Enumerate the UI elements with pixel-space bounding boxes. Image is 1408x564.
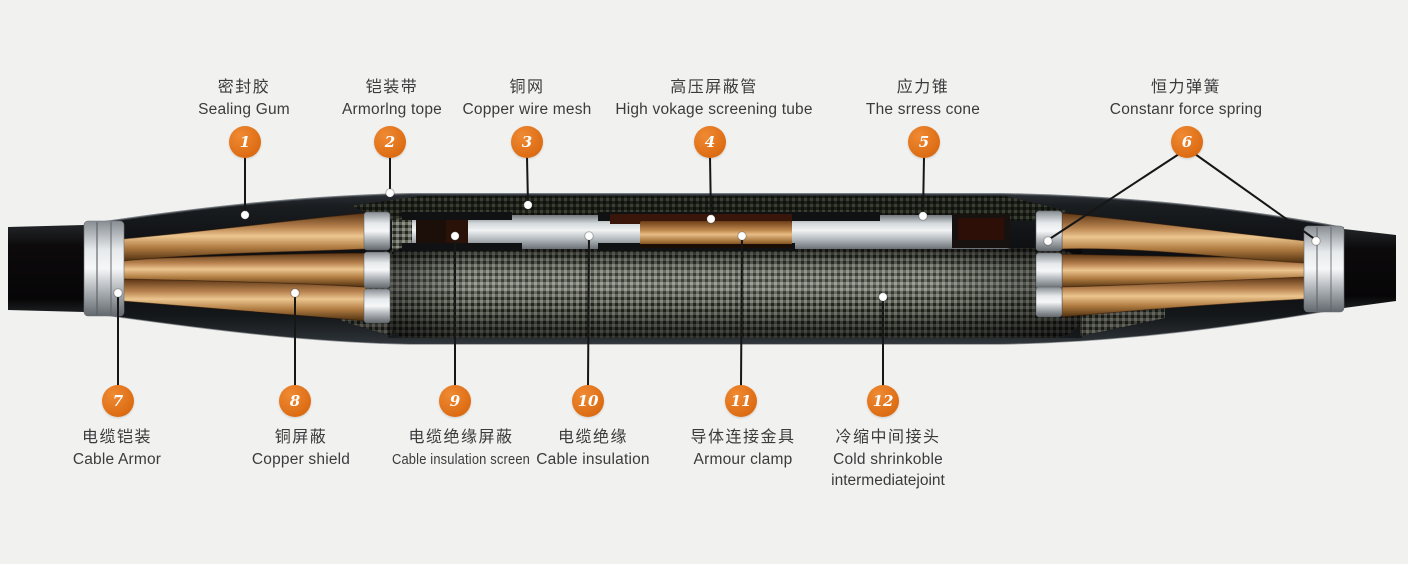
copper-cores-right	[1035, 210, 1307, 318]
callout-label-3: 铜网 Copper wire mesh	[463, 77, 592, 120]
label-en: Cable insulation	[536, 451, 650, 468]
leader-3	[526, 156, 529, 205]
spring-rings-right	[1035, 210, 1063, 318]
label-zh: 冷缩中间接头	[835, 429, 941, 446]
leader-10	[587, 236, 590, 387]
callout-badge-9: 9	[439, 385, 471, 417]
cable-tail-right	[1344, 229, 1396, 308]
leader-dot-1	[240, 210, 250, 220]
leader-dot-2	[385, 188, 395, 198]
callout-label-7: 电缆铠装 Cable Armor	[73, 427, 161, 470]
label-zh: 铜网	[509, 79, 545, 96]
label-en: Copper wire mesh	[462, 101, 592, 118]
label-en: Armour clamp	[693, 451, 793, 468]
callout-label-10: 电缆绝缘 Cable insulation	[536, 427, 650, 470]
label-en: Cold shrinkoble	[833, 451, 943, 468]
callout-badge-1: 1	[229, 126, 261, 158]
callout-badge-7: 7	[102, 385, 134, 417]
label-en-line2: intermediatejoint	[831, 472, 945, 489]
leader-6a	[1047, 153, 1180, 241]
label-zh: 应力锥	[896, 79, 950, 96]
label-zh: 电缆绝缘	[557, 429, 628, 446]
callout-label-2: 铠装带 Armorlng tope	[342, 77, 442, 120]
callout-badge-4: 4	[694, 126, 726, 158]
copper-cores-left	[121, 211, 391, 324]
leader-dot-12	[878, 292, 888, 302]
label-en: Cable Armor	[72, 451, 162, 468]
leader-dot-5	[918, 211, 928, 221]
cable-tail-left	[8, 225, 84, 312]
label-zh: 恒力弹簧	[1150, 79, 1222, 96]
label-en: The srress cone	[865, 101, 981, 118]
leader-dot-4	[706, 214, 716, 224]
callout-badge-3: 3	[511, 126, 543, 158]
label-zh: 电缆铠装	[81, 429, 152, 446]
leader-dot-6a	[1043, 236, 1053, 246]
spring-rings-left	[363, 211, 391, 324]
connector-copper	[610, 214, 792, 248]
callout-badge-11: 11	[725, 385, 757, 417]
label-zh: 电缆绝缘屏蔽	[408, 429, 514, 446]
leader-6b	[1194, 153, 1317, 241]
label-en: Constanr force spring	[1109, 101, 1263, 118]
leader-11	[740, 236, 743, 387]
callout-badge-5: 5	[908, 126, 940, 158]
leader-dot-10	[584, 231, 594, 241]
leader-dot-9	[450, 231, 460, 241]
screening-tube	[402, 212, 1010, 251]
label-zh: 导体连接金具	[690, 429, 796, 446]
leader-dot-3	[523, 200, 533, 210]
label-en: Cable insulation screen	[391, 451, 531, 468]
callout-label-8: 铜屏蔽 Copper shield	[252, 427, 350, 470]
callout-label-12: 冷缩中间接头 Cold shrinkoble intermediatejoint	[831, 427, 945, 491]
label-zh: 铠装带	[365, 79, 419, 96]
label-zh: 铜屏蔽	[274, 429, 328, 446]
callout-label-9: 电缆绝缘屏蔽 Cable insulation screen	[381, 427, 542, 470]
leader-dots	[113, 188, 1321, 302]
label-en: High vokage screening tube	[615, 101, 813, 118]
leader-lines	[117, 153, 1317, 387]
callout-label-4: 高压屏蔽管 High vokage screening tube	[615, 77, 812, 120]
label-zh: 密封胶	[217, 79, 271, 96]
callout-badge-10: 10	[572, 385, 604, 417]
callout-badge-6: 6	[1171, 126, 1203, 158]
leader-dot-7	[113, 288, 123, 298]
end-ring-right	[1303, 225, 1345, 313]
leader-5	[922, 156, 925, 216]
callout-label-6: 恒力弹簧 Constanr force spring	[1110, 77, 1262, 120]
callout-badge-8: 8	[279, 385, 311, 417]
label-en: Copper shield	[251, 451, 351, 468]
leader-dot-11	[737, 231, 747, 241]
label-zh: 高压屏蔽管	[670, 79, 758, 96]
callout-badge-12: 12	[867, 385, 899, 417]
callout-label-5: 应力锥 The srress cone	[866, 77, 980, 120]
leader-dot-6b	[1311, 236, 1321, 246]
leader-dot-8	[290, 288, 300, 298]
callout-badge-2: 2	[374, 126, 406, 158]
label-en: Armorlng tope	[342, 101, 442, 118]
leader-4	[709, 156, 712, 219]
callout-label-1: 密封胶 Sealing Gum	[198, 77, 290, 120]
callout-label-11: 导体连接金具 Armour clamp	[690, 427, 795, 470]
label-en: Sealing Gum	[198, 101, 290, 118]
